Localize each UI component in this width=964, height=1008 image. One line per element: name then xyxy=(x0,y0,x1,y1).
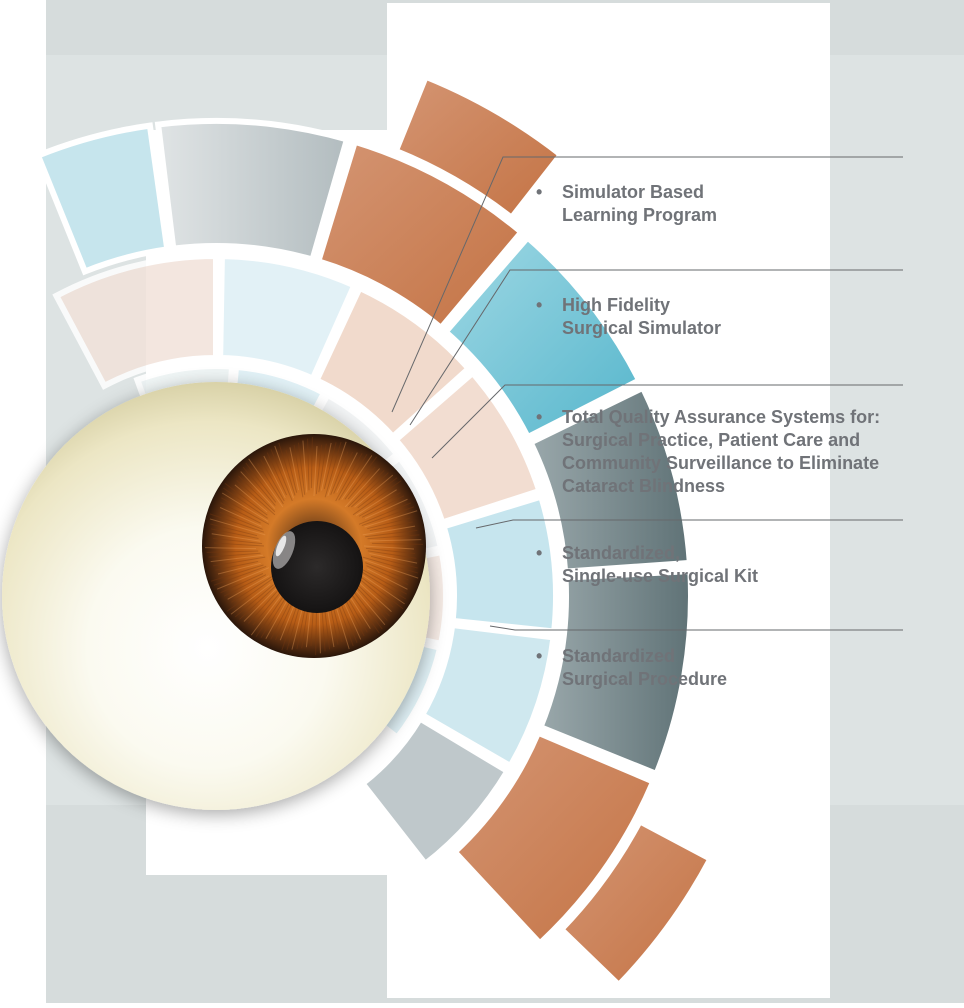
segment-outer-4 xyxy=(441,233,644,442)
bullet: • xyxy=(536,543,543,563)
segment-outer-5 xyxy=(526,383,694,575)
segment-mid-5 xyxy=(439,492,559,635)
label-line: Standardized xyxy=(562,646,676,666)
bullet: • xyxy=(536,295,543,315)
label-surgical-procedure: • Standardized Surgical Procedure xyxy=(536,645,728,691)
catchlight xyxy=(272,531,296,569)
segment-accent-1 xyxy=(391,72,565,222)
leader-line xyxy=(431,384,903,459)
label-surgical-simulator: • High Fidelity Surgical Simulator xyxy=(536,294,722,340)
segment-outer-3 xyxy=(314,138,526,333)
label-quality-assurance: • Total Quality Assurance Systems for: S… xyxy=(536,406,881,498)
label-simulator-learning: • Simulator Based Learning Program xyxy=(536,181,718,227)
segment-outer-2 xyxy=(154,118,351,264)
label-line: Learning Program xyxy=(562,205,718,225)
leader-lines xyxy=(391,156,903,631)
label-line: Cataract Blindness xyxy=(562,476,726,496)
segment-outer-6 xyxy=(536,567,694,778)
label-line: Community Surveillance to Eliminate xyxy=(562,453,880,473)
leader-line xyxy=(489,625,903,631)
segment-mid-1 xyxy=(52,252,219,390)
label-line: High Fidelity xyxy=(562,295,670,315)
segment-mid-3 xyxy=(312,283,473,441)
label-line: Surgical Procedure xyxy=(562,669,728,689)
label-line: Surgical Simulator xyxy=(562,318,722,338)
segment-mid-2 xyxy=(217,252,359,383)
segment-accent-2 xyxy=(557,817,715,990)
segment-outer-1 xyxy=(34,122,171,276)
label-line: Surgical Practice, Patient Care and xyxy=(562,430,861,450)
leader-line xyxy=(475,519,903,529)
label-surgical-kit: • Standardized, Single-use Surgical Kit xyxy=(536,542,759,588)
segment-mid-4 xyxy=(391,368,544,527)
label-line: Simulator Based xyxy=(562,182,705,202)
bullet: • xyxy=(536,407,543,427)
label-line: Single-use Surgical Kit xyxy=(562,566,759,586)
label-line: Total Quality Assurance Systems for: xyxy=(562,407,881,427)
leader-line xyxy=(391,156,903,413)
leader-line xyxy=(409,269,903,426)
bullet: • xyxy=(536,646,543,666)
segment-mid-6 xyxy=(418,621,557,771)
eyeball xyxy=(2,382,430,810)
segment-mid-7 xyxy=(358,714,512,869)
segment-outer-7 xyxy=(450,728,658,948)
label-line: Standardized, xyxy=(562,543,681,563)
bullet: • xyxy=(536,182,543,202)
